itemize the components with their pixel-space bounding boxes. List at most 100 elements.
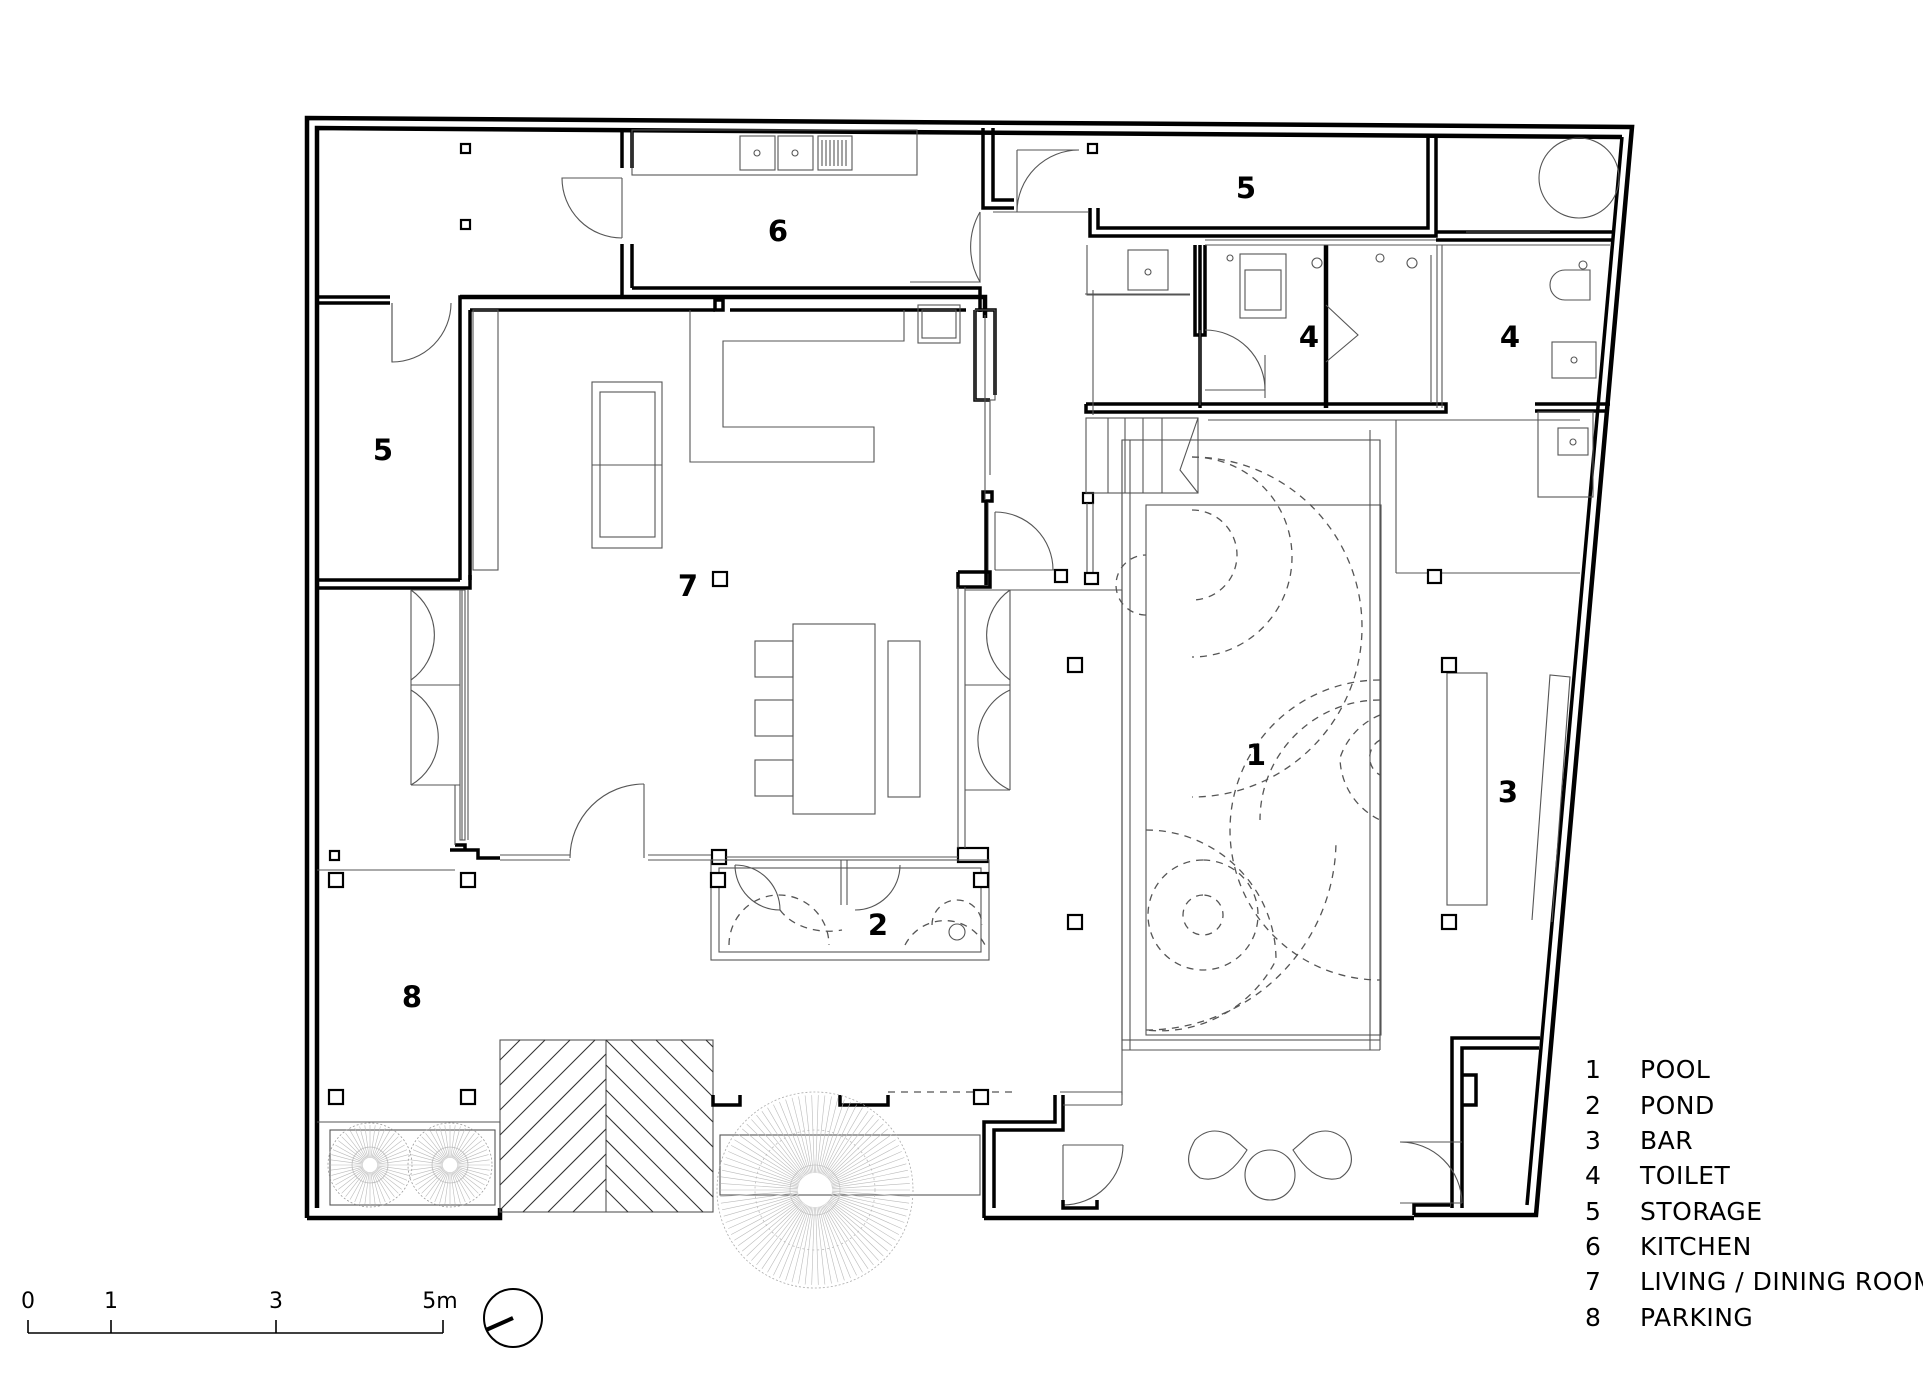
tree-ray [444, 1125, 450, 1158]
tree-ray [767, 1204, 807, 1273]
tree-ray [761, 1204, 806, 1269]
tree-ray [454, 1133, 475, 1160]
tree-ray [756, 1203, 805, 1266]
tree-ray [425, 1170, 446, 1197]
tree-ray [338, 1169, 365, 1190]
legend-number: 8 [1585, 1303, 1601, 1332]
tree-ray [377, 1165, 410, 1171]
legend-item: 3 BAR [1585, 1126, 1693, 1155]
tree-ray [375, 1140, 402, 1161]
tree-ray [821, 1205, 851, 1279]
tree-ray [371, 1171, 381, 1204]
tree-ray [429, 1171, 447, 1200]
legend-number: 7 [1585, 1267, 1601, 1296]
legend-item: 2 POND [1585, 1091, 1714, 1120]
tree-ray [722, 1169, 799, 1187]
pond [710, 859, 990, 961]
storage-left-walls [317, 575, 472, 590]
room-label-storage-left: 5 [373, 433, 393, 467]
tree-ray [816, 1206, 826, 1285]
tree-ray [456, 1144, 485, 1162]
room-label-toilet-2: 4 [1500, 320, 1520, 354]
tree-ray [456, 1166, 489, 1176]
tree-ray [725, 1195, 800, 1223]
tree-ray [454, 1170, 475, 1197]
room-label-toilet-1: 4 [1299, 320, 1319, 354]
scale-bar: 0 1 3 5m [21, 1289, 458, 1334]
room-label-living: 7 [678, 569, 698, 603]
tree-ray [451, 1171, 461, 1204]
tree-ray [354, 1127, 368, 1159]
tree-ray [444, 1172, 450, 1205]
tree-ray [785, 1206, 810, 1281]
tree-ray [335, 1168, 364, 1186]
tree-ray [811, 1095, 815, 1173]
legend-label: POOL [1640, 1055, 1710, 1084]
tree-ray [345, 1170, 366, 1197]
tree-ray [831, 1176, 910, 1188]
tree-ray [822, 1205, 857, 1276]
toilet-walls [993, 211, 1610, 414]
legend-number: 4 [1585, 1161, 1601, 1190]
tree-ray [826, 1202, 879, 1261]
tree-ray [826, 1119, 879, 1178]
tree-ray [452, 1171, 466, 1203]
tree-ray [725, 1157, 800, 1185]
legend-item: 5 STORAGE [1585, 1197, 1762, 1226]
tree-ray [412, 1167, 444, 1181]
room-label-pond: 2 [868, 908, 888, 942]
tree-ray [456, 1167, 488, 1181]
tree-ray [827, 1200, 888, 1252]
tree-ray [359, 1126, 369, 1159]
tree-ray [825, 1203, 874, 1266]
tree-ray [751, 1202, 804, 1261]
tree-ray [811, 1207, 815, 1285]
tree-ray [746, 1123, 803, 1179]
tree-ray [331, 1166, 364, 1176]
tree-ray [349, 1130, 367, 1159]
tree-ray [723, 1163, 799, 1186]
tree-ray [730, 1197, 801, 1235]
north-arrow-icon [483, 1288, 543, 1348]
tree-ray [457, 1165, 490, 1171]
tree-ray [373, 1171, 391, 1200]
tree-ray [376, 1149, 408, 1163]
tree-ray [832, 1190, 910, 1197]
tree-ray [818, 1097, 839, 1174]
tree-ray [374, 1133, 395, 1160]
tree-ray [411, 1154, 444, 1164]
tree-ray [829, 1139, 896, 1182]
tree-ray [457, 1159, 490, 1165]
tree-ray [831, 1163, 907, 1186]
tree-ray [723, 1194, 799, 1217]
tree-ray [415, 1168, 444, 1186]
tree-ray [451, 1126, 461, 1159]
tree-ray [376, 1167, 408, 1181]
tree-ray [452, 1127, 466, 1159]
pool [1115, 419, 1580, 1051]
tree-ray [454, 1136, 479, 1161]
tree-ray [376, 1168, 405, 1186]
tree-ray [418, 1169, 445, 1190]
tree-ray [734, 1139, 801, 1182]
tree-ray [421, 1169, 446, 1194]
tree-ray [804, 1095, 814, 1174]
tree-ray [330, 1165, 363, 1171]
tree-ray [767, 1107, 807, 1176]
legend-label: PARKING [1640, 1303, 1753, 1332]
tree-ray [331, 1154, 364, 1164]
tree-ray [734, 1198, 801, 1241]
room-label-parking: 8 [402, 980, 422, 1014]
tree-ray [364, 1172, 370, 1205]
tree-ray [354, 1171, 368, 1203]
corridor-walls [984, 290, 1100, 586]
room-label-storage-top: 5 [1236, 171, 1256, 205]
tree-ray [830, 1151, 902, 1184]
legend-label: BAR [1640, 1126, 1693, 1155]
columns [327, 142, 1458, 1106]
parking [317, 589, 1123, 1218]
scale-tick-label: 1 [104, 1289, 118, 1314]
tree-ray [341, 1136, 366, 1161]
tree-ray [722, 1193, 799, 1211]
tree-ray [823, 1204, 863, 1273]
